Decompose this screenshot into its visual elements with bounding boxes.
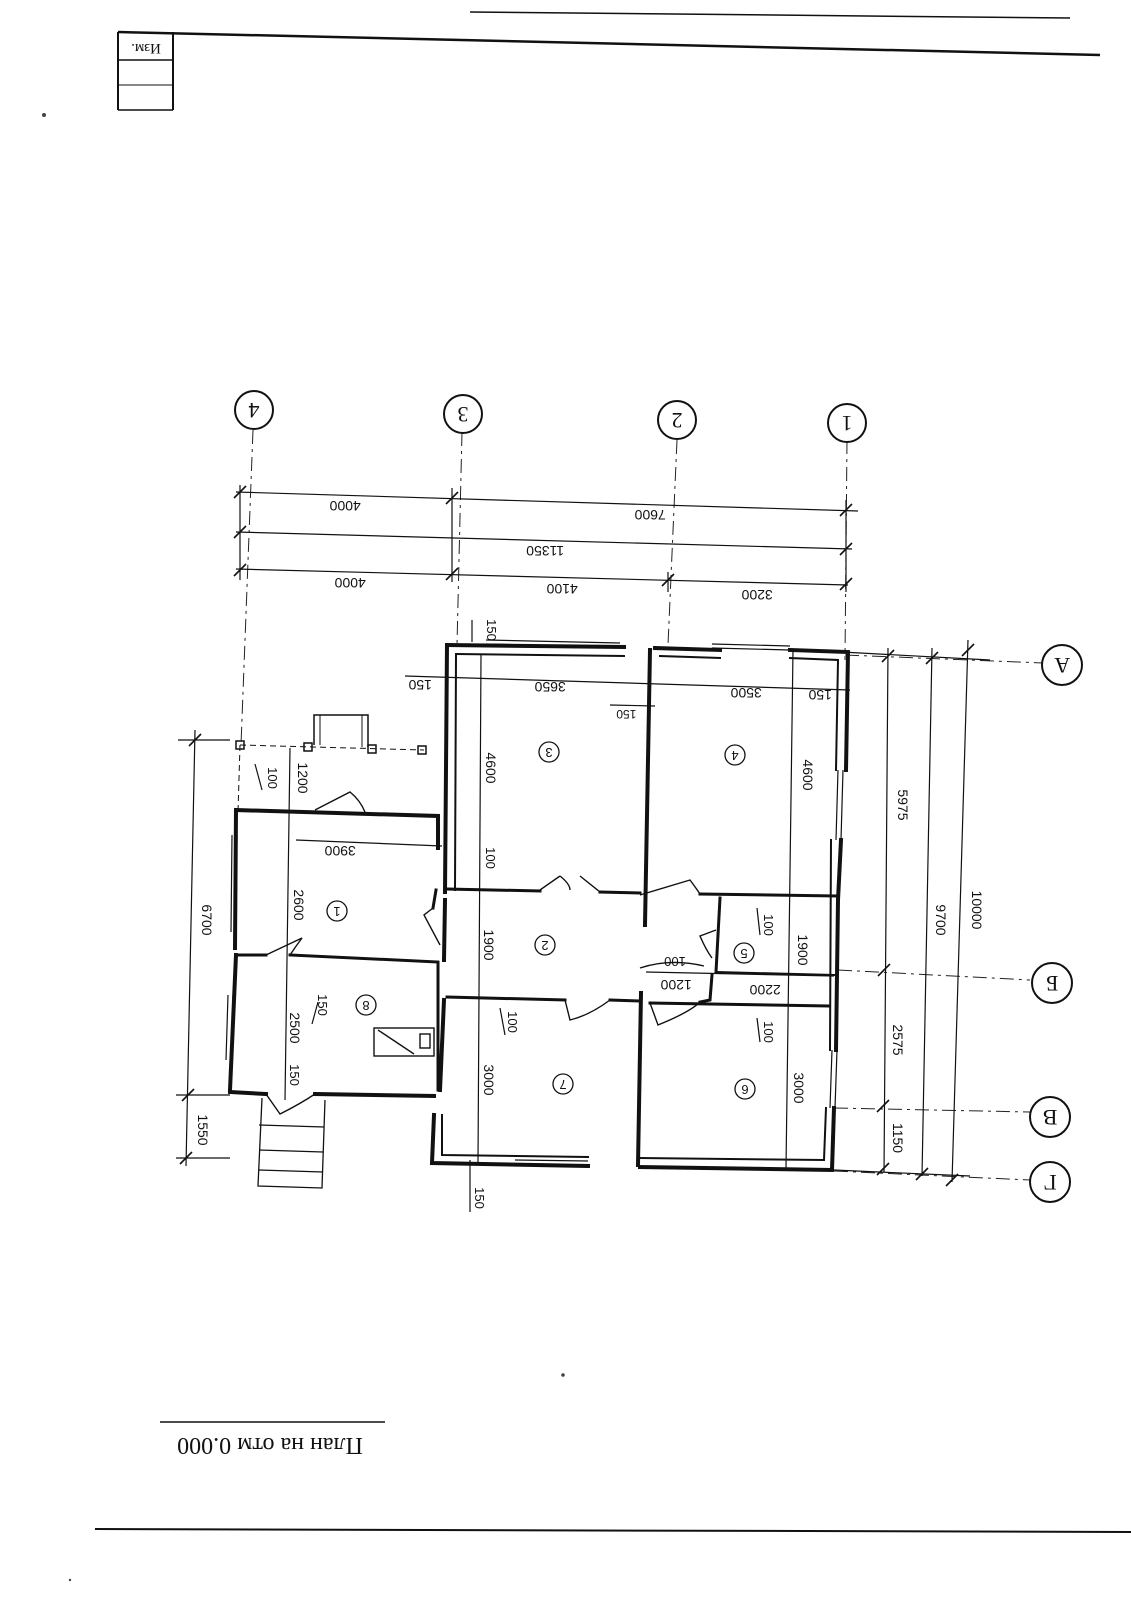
- dim-top-4000-b: 4000: [334, 575, 365, 591]
- dimension-lines: [176, 485, 991, 1212]
- dim-room5-depth: 1900: [795, 934, 811, 965]
- dim-right-5975: 5975: [895, 789, 911, 820]
- axis-labels: 1 2 3 4 А Б В Г: [249, 398, 1071, 1195]
- dim-porch-1200: 1200: [295, 762, 311, 793]
- room-1-marker: [326, 900, 348, 922]
- dim-150-wall-3-4: 150: [616, 707, 636, 721]
- dim-150-room4-right: 150: [808, 687, 832, 703]
- room-7-label: 7: [559, 1077, 566, 1092]
- dim-room3-depth: 4600: [483, 752, 499, 783]
- room-3-label: 3: [545, 745, 552, 760]
- dim-right-10000: 10000: [969, 891, 985, 930]
- dim-room8-depth: 2500: [287, 1012, 303, 1043]
- dim-top-3200: 3200: [741, 587, 772, 603]
- room-3-marker: [538, 741, 560, 763]
- room-7-marker: [552, 1073, 574, 1095]
- dim-top-4000-a: 4000: [329, 498, 360, 514]
- dim-150-room3-left: 150: [408, 677, 432, 693]
- room-6-marker: [734, 1078, 756, 1100]
- dim-100-door: 100: [664, 954, 686, 969]
- dim-hall-depth: 1900: [481, 929, 497, 960]
- axis-1-bubble: [827, 403, 867, 443]
- room-bubbles: [326, 741, 756, 1100]
- plan-title: План на отм 0.000: [177, 1432, 363, 1458]
- room-8-label: 8: [362, 998, 369, 1013]
- axis-label-2: 2: [672, 408, 683, 433]
- windows: [225, 639, 844, 1166]
- stove-icon: [373, 1027, 435, 1057]
- axis-V-bubble: [1029, 1096, 1071, 1138]
- scan-specks: [42, 113, 565, 1582]
- dim-room6-depth: 3000: [791, 1072, 807, 1103]
- axis-4-bubble: [234, 390, 274, 430]
- dim-room4-width: 3500: [730, 685, 761, 701]
- axis-bubbles: [234, 390, 1083, 1203]
- doors: [265, 791, 717, 1115]
- room-2-label: 2: [541, 938, 548, 953]
- room-4-marker: [724, 744, 746, 766]
- dim-top-7600: 7600: [634, 507, 665, 523]
- entrance-steps: [257, 1097, 326, 1189]
- axis-G-bubble: [1029, 1161, 1071, 1203]
- dim-right-1150: 1150: [890, 1123, 906, 1153]
- room-4-label: 4: [731, 748, 738, 763]
- dim-left-1550: 1550: [195, 1114, 211, 1145]
- dim-room1-width: 3900: [324, 843, 355, 859]
- axis-label-4: 4: [249, 398, 260, 423]
- axis-label-A: А: [1054, 653, 1070, 678]
- room-6-label: 6: [741, 1082, 748, 1097]
- axis-label-3: 3: [458, 402, 469, 427]
- axis-label-V: В: [1043, 1105, 1058, 1130]
- dim-top-4100: 4100: [546, 581, 577, 597]
- axis-label-G: Г: [1044, 1170, 1057, 1195]
- sheet-frame: [94, 11, 1131, 1533]
- walls: [227, 642, 851, 1173]
- dim-100-room7: 100: [505, 1011, 520, 1033]
- axis-label-B: Б: [1046, 971, 1059, 996]
- room-2-marker: [534, 934, 556, 956]
- dim-left-6700: 6700: [199, 904, 215, 935]
- dim-right-9700: 9700: [933, 904, 949, 935]
- dim-door-1200: 1200: [660, 977, 691, 993]
- room-5-marker: [733, 942, 755, 964]
- room-5-label: 5: [740, 946, 747, 961]
- axis-3-bubble: [443, 394, 483, 434]
- dimension-labels: 4000 7600 11350 4000 4100 3200 5975 2575…: [195, 498, 985, 1209]
- dim-150-top-room3: 150: [484, 619, 499, 641]
- dim-150-room8-top: 150: [315, 994, 330, 1016]
- dim-150-room8-bottom: 150: [287, 1064, 302, 1086]
- revision-label: Изм.: [131, 40, 161, 56]
- porch-outline: [235, 714, 427, 813]
- dim-100-room5: 100: [761, 914, 776, 936]
- axis-A-bubble: [1041, 644, 1083, 686]
- dim-100-room6: 100: [761, 1021, 776, 1043]
- axis-B-bubble: [1031, 962, 1073, 1004]
- dimension-ticks: [179, 485, 975, 1187]
- room-8-marker: [355, 994, 377, 1016]
- dim-room3-width: 3650: [534, 679, 565, 695]
- dim-top-11350: 11350: [526, 543, 564, 559]
- dim-room4-depth: 4600: [800, 759, 816, 790]
- dim-100-hall: 100: [483, 847, 498, 869]
- room-labels: 1 2 3 4 5 6 7 8: [333, 745, 748, 1097]
- dim-right-2575: 2575: [890, 1024, 906, 1055]
- dim-room7-depth: 3000: [481, 1064, 497, 1095]
- axis-label-1: 1: [842, 411, 853, 436]
- dim-room1-depth: 2600: [291, 889, 307, 920]
- axis-2-bubble: [657, 400, 697, 440]
- room-1-label: 1: [333, 904, 340, 919]
- dim-100-porch: 100: [265, 767, 280, 789]
- dim-room5-width: 2200: [749, 982, 780, 998]
- dim-150-bottom: 150: [472, 1187, 487, 1209]
